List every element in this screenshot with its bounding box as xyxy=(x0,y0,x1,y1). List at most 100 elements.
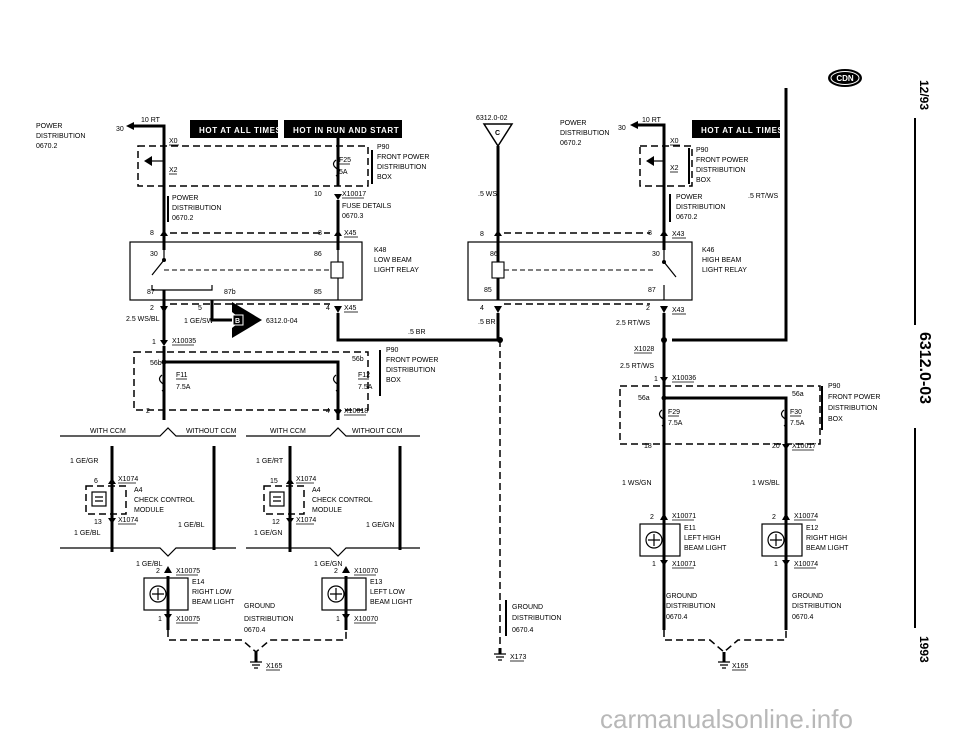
left-x45a: X45 xyxy=(344,230,357,237)
right-ground-b-2: DISTRIBUTION xyxy=(792,603,841,610)
right-p90-box-top xyxy=(639,145,693,187)
right-e11-3: BEAM LIGHT xyxy=(684,545,727,552)
mid-ref-6312-02: 6312.0-02 xyxy=(476,115,508,122)
right-k46-relay-box xyxy=(467,241,693,301)
left-power-dist2-1: POWER xyxy=(172,195,198,202)
left-without-ccm-a: WITHOUT CCM xyxy=(186,428,237,435)
right-p90-4: BOX xyxy=(696,177,711,184)
right-f30-amp: 7.5A xyxy=(790,420,805,427)
right-p90-box-bottom xyxy=(619,385,821,445)
right-k46-1: K46 xyxy=(702,247,715,254)
right-power-dist-2: DISTRIBUTION xyxy=(560,130,609,137)
right-p90b-3: DISTRIBUTION xyxy=(828,405,877,412)
left-pin1d: 1 xyxy=(336,616,340,623)
left-e13-2: LEFT LOW xyxy=(370,589,405,596)
mid-pin4: 4 xyxy=(480,305,484,312)
left-ground-dist-3: 0670.4 xyxy=(244,627,266,634)
right-f29: F29 xyxy=(668,409,680,416)
left-56b-r: 56b xyxy=(352,356,364,363)
left-x10075b: X10075 xyxy=(176,616,200,623)
left-pin10: 10 xyxy=(314,191,322,198)
right-f29-amp: 7.5A xyxy=(668,420,683,427)
right-k46-87: 87 xyxy=(648,287,656,294)
sidebar-date: 12/93 xyxy=(917,80,931,110)
left-a4b-2: CHECK CONTROL xyxy=(312,497,373,504)
right-ground-bus xyxy=(663,630,787,653)
right-f30: F30 xyxy=(790,409,802,416)
left-ground-dist-2: DISTRIBUTION xyxy=(244,616,293,623)
left-with-ccm-a: WITH CCM xyxy=(90,428,126,435)
sidebar-page: 6312.0-03 xyxy=(916,332,933,404)
left-pin8b: 8 xyxy=(318,230,322,237)
left-pin6: 6 xyxy=(94,478,98,485)
right-e12-3: BEAM LIGHT xyxy=(806,545,849,552)
mid-ground-dist-1: GROUND xyxy=(512,604,543,611)
left-fuse-details-1: FUSE DETAILS xyxy=(342,203,392,210)
right-ground-a-3: 0670.4 xyxy=(666,614,688,621)
left-k48-85: 85 xyxy=(314,289,322,296)
left-e14-3: BEAM LIGHT xyxy=(192,599,235,606)
right-wire-1wsbl: 1 WS/BL xyxy=(752,480,780,487)
left-k48-86: 86 xyxy=(314,251,322,258)
left-ground-dist-1: GROUND xyxy=(244,603,275,610)
left-x10070a: X10070 xyxy=(354,568,378,575)
right-e11-2: LEFT HIGH xyxy=(684,535,720,542)
left-p90-box-bottom xyxy=(133,351,369,411)
left-x0: X0 xyxy=(169,138,178,145)
left-wire-gesw: 1 GE/SW xyxy=(184,318,214,325)
left-fuse-rating: 10 RT xyxy=(141,117,161,124)
left-power-dist-2: DISTRIBUTION xyxy=(36,133,85,140)
left-pin2b: 2 xyxy=(146,408,150,415)
right-k46-85: 85 xyxy=(484,287,492,294)
left-f25-amp: 5A xyxy=(339,169,348,176)
right-k46-3: LIGHT RELAY xyxy=(702,267,747,274)
mid-wire-5ws: .5 WS xyxy=(478,191,497,198)
right-k46-86: 86 xyxy=(490,251,498,258)
left-p90b-2: FRONT POWER xyxy=(386,357,438,364)
left-wire-1gert: 1 GE/RT xyxy=(256,458,284,465)
right-pin1: 1 xyxy=(654,376,658,383)
left-pin1: 1 xyxy=(152,339,156,346)
right-power-dist-1: POWER xyxy=(560,120,586,127)
right-e12-1: E12 xyxy=(806,525,819,532)
left-x2: X2 xyxy=(169,167,178,174)
right-pin2: 2 xyxy=(646,305,650,312)
right-p90b-1: P90 xyxy=(828,383,841,390)
mid-pin8: 8 xyxy=(480,231,484,238)
left-wire-1gegr: 1 GE/GR xyxy=(70,458,98,465)
right-ground-b-1: GROUND xyxy=(792,593,823,600)
mid-wire-5br: .5 BR xyxy=(478,319,496,326)
right-long-feed xyxy=(672,88,788,342)
left-ground-trunk xyxy=(336,313,500,342)
right-x1028: X1028 xyxy=(634,346,654,353)
left-p90-4: BOX xyxy=(377,174,392,181)
right-x10074b: X10074 xyxy=(794,561,818,568)
right-x165: X165 xyxy=(732,663,748,670)
left-pin5: 5 xyxy=(198,305,202,312)
right-fuse-rating: 10 RT xyxy=(642,117,662,124)
left-k48-87: 87 xyxy=(147,289,155,296)
left-x45b: X45 xyxy=(344,305,357,312)
right-pin1a: 1 xyxy=(652,561,656,568)
left-wire-1gegn-c: 1 GE/GN xyxy=(314,561,342,568)
right-pin18: 18 xyxy=(644,443,652,450)
left-fuse-num: 30 xyxy=(116,126,124,133)
right-power-dist-3: 0670.2 xyxy=(560,140,582,147)
left-f12-amp: 7.5A xyxy=(358,384,373,391)
left-k48-1: K48 xyxy=(374,247,387,254)
right-x43a: X43 xyxy=(672,231,685,238)
left-fuse-details-2: 0670.3 xyxy=(342,213,364,220)
badge-hot-all-times-left-text: HOT AT ALL TIMES xyxy=(199,126,282,135)
right-56a-r: 56a xyxy=(792,391,804,398)
left-f11: F11 xyxy=(176,372,188,379)
left-pin8a: 8 xyxy=(150,230,154,237)
left-x1074c: X1074 xyxy=(118,517,138,524)
left-e14-2: RIGHT LOW xyxy=(192,589,232,596)
left-a4b-1: A4 xyxy=(312,487,321,494)
right-x10017: X10017 xyxy=(792,443,816,450)
sidebar-year: 1993 xyxy=(917,636,931,663)
right-pin8b: 8 xyxy=(648,230,652,237)
right-pin2b: 2 xyxy=(772,514,776,521)
left-f11-amp: 7.5A xyxy=(176,384,191,391)
right-wire-1wsgn: 1 WS/GN xyxy=(622,480,652,487)
